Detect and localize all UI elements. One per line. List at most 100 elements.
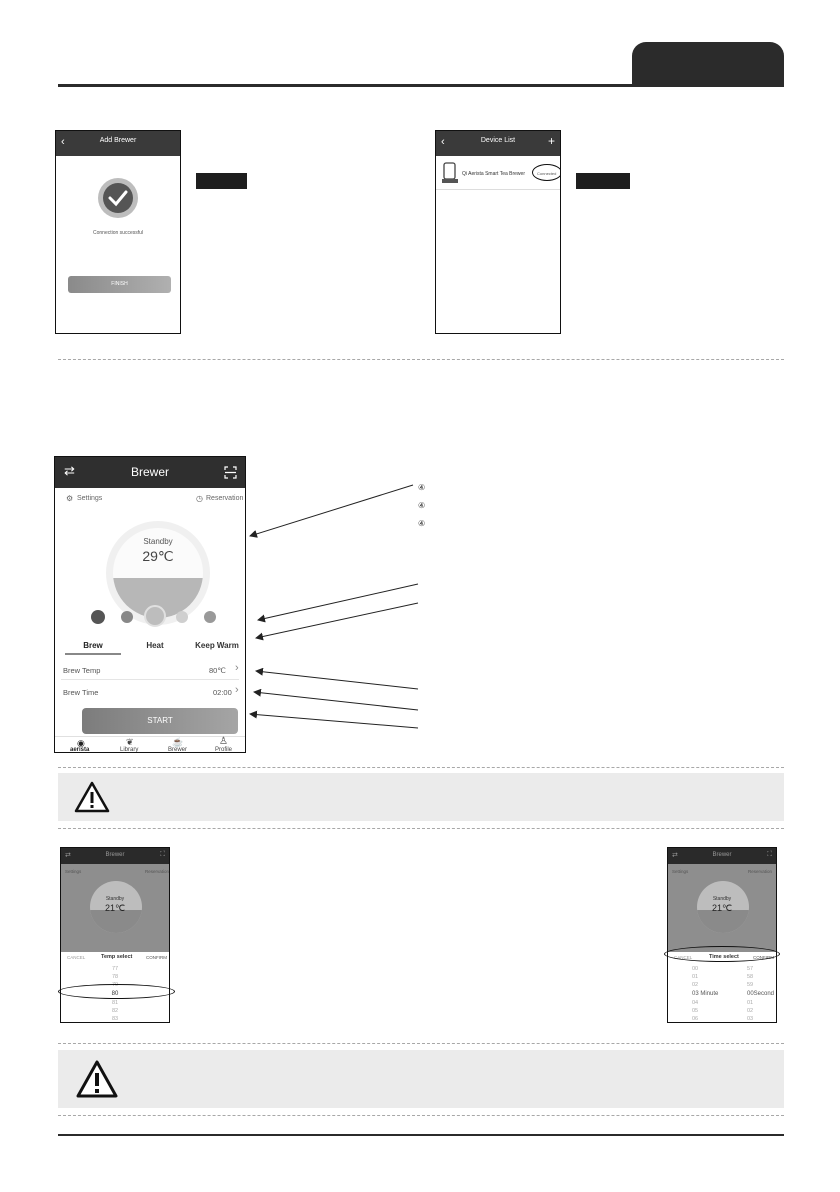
second-option[interactable]: 57: [747, 966, 754, 972]
minute-option[interactable]: 05: [692, 1008, 699, 1014]
gauge-fill: [90, 909, 142, 933]
minute-option[interactable]: 02: [692, 982, 699, 988]
divider: [436, 189, 560, 190]
temperature-gauge: [697, 881, 749, 933]
minute-option[interactable]: 06: [692, 1016, 699, 1022]
start-button[interactable]: START: [82, 708, 238, 734]
switch-arrows-icon[interactable]: ⇄: [64, 463, 75, 478]
nav-library[interactable]: Library: [120, 747, 139, 753]
nav-profile[interactable]: Profile: [215, 747, 233, 753]
current-temperature: 21℃: [711, 903, 733, 913]
second-option[interactable]: 03: [747, 1016, 754, 1022]
reservation-link[interactable]: Reservation: [206, 495, 244, 502]
warning-triangle-icon: [76, 1060, 118, 1098]
tab-keep-warm[interactable]: Keep Warm: [195, 641, 239, 650]
cup-icon[interactable]: ☕: [172, 737, 184, 747]
reservation-link: Reservation: [145, 869, 170, 874]
current-temperature: 21℃: [104, 903, 126, 913]
reservation-link: Reservation: [748, 869, 773, 874]
finish-button[interactable]: FINISH: [68, 276, 171, 293]
clock-icon[interactable]: ◷: [196, 494, 203, 503]
phone-time-select: ⇄ Brewer ⛶ Settings Reservation Standby …: [667, 847, 777, 1023]
brew-time-value[interactable]: 02:00: [213, 688, 232, 697]
titlebar: ⇄ Brewer ⛶: [668, 848, 776, 864]
connection-message: Connection successful: [92, 230, 144, 236]
picker-option[interactable]: 77: [111, 966, 119, 972]
plus-icon[interactable]: +: [547, 134, 555, 148]
screen-title: Brewer: [105, 852, 125, 858]
nav-aerista[interactable]: aerista: [70, 747, 90, 753]
titlebar: ⇄ Brewer: [55, 457, 245, 488]
nav-brewer[interactable]: Brewer: [168, 747, 188, 753]
aerista-logo-icon[interactable]: ◉: [77, 738, 85, 748]
second-option[interactable]: 59: [747, 982, 754, 988]
second-option[interactable]: 02: [747, 1008, 754, 1014]
scan-icon[interactable]: ⛶: [160, 851, 165, 858]
second-option[interactable]: 58: [747, 974, 754, 980]
minute-option-selected[interactable]: 03 Minute: [692, 991, 719, 997]
header-rule: [58, 84, 784, 87]
dimmed-overlay: Settings Reservation Standby 21℃: [668, 864, 776, 952]
minute-option[interactable]: 04: [692, 1000, 699, 1006]
highlight-ellipse: [664, 946, 780, 962]
cancel-button[interactable]: CANCEL: [67, 955, 86, 960]
temperature-gauge: [90, 881, 142, 933]
settings-link: Settings: [65, 869, 82, 874]
footer-rule: [58, 1134, 784, 1136]
chevron-right-icon[interactable]: ›: [235, 662, 239, 674]
picker-option[interactable]: 83: [111, 1016, 119, 1022]
gear-icon[interactable]: ⚙: [66, 494, 74, 503]
scan-icon[interactable]: [224, 466, 237, 479]
tea-type-option[interactable]: [176, 611, 188, 623]
back-chevron-icon[interactable]: ‹: [441, 136, 445, 148]
gauge-fill: [697, 909, 749, 933]
bullet-icon: ④: [418, 519, 426, 528]
bullet-icon: ④: [418, 483, 426, 492]
check-circle-icon: [98, 178, 138, 218]
tea-type-option[interactable]: [204, 611, 216, 623]
step-label-box: [576, 173, 630, 189]
picker-option[interactable]: 82: [111, 1008, 119, 1014]
confirm-button[interactable]: CONFIRM: [146, 955, 167, 960]
warning-box: [58, 1050, 784, 1108]
minute-option[interactable]: 01: [692, 974, 699, 980]
screen-title: Device List: [480, 137, 516, 144]
phone-device-list: ‹ Device List + Qi Aerista Smart Tea Bre…: [435, 130, 561, 334]
switch-arrows-icon[interactable]: ⇄: [65, 852, 71, 859]
settings-link[interactable]: Settings: [77, 495, 103, 502]
chevron-right-icon[interactable]: ›: [235, 684, 239, 696]
second-option-selected[interactable]: 00Second: [747, 991, 775, 997]
section-divider: [58, 1043, 784, 1044]
brew-temp-value[interactable]: 80℃: [209, 666, 226, 675]
brewer-state: Standby: [143, 537, 173, 546]
highlight-ellipse: [58, 984, 175, 999]
back-chevron-icon[interactable]: ‹: [61, 136, 65, 148]
switch-arrows-icon[interactable]: ⇄: [672, 852, 678, 859]
tea-type-option[interactable]: [91, 610, 105, 624]
minute-option[interactable]: 00: [692, 966, 699, 972]
warning-triangle-icon: [74, 781, 110, 813]
device-name[interactable]: Qi Aerista Smart Tea Brewer: [462, 171, 525, 177]
nav-divider: [55, 736, 245, 737]
picker-option[interactable]: 81: [111, 1000, 119, 1006]
tab-heat[interactable]: Heat: [146, 641, 164, 650]
step-label-box: [196, 173, 247, 189]
brew-temp-label: Brew Temp: [63, 666, 101, 675]
tea-type-option[interactable]: [121, 611, 133, 623]
brew-time-label: Brew Time: [63, 688, 99, 697]
screen-title: Add Brewer: [99, 137, 137, 144]
section-divider: [58, 767, 784, 768]
scan-icon[interactable]: ⛶: [767, 851, 772, 858]
profile-icon[interactable]: ♙: [219, 736, 228, 747]
current-temperature: 29℃: [142, 548, 174, 564]
tea-type-option-selected[interactable]: [144, 605, 166, 627]
second-option[interactable]: 01: [747, 1000, 754, 1006]
tab-brew[interactable]: Brew: [83, 641, 103, 650]
section-tab: [632, 42, 784, 84]
titlebar: ‹ Add Brewer: [56, 131, 180, 156]
picker-option[interactable]: 78: [111, 974, 119, 980]
leaf-icon[interactable]: ❦: [126, 737, 134, 747]
titlebar: ‹ Device List +: [436, 131, 560, 156]
section-divider: [58, 1115, 784, 1116]
